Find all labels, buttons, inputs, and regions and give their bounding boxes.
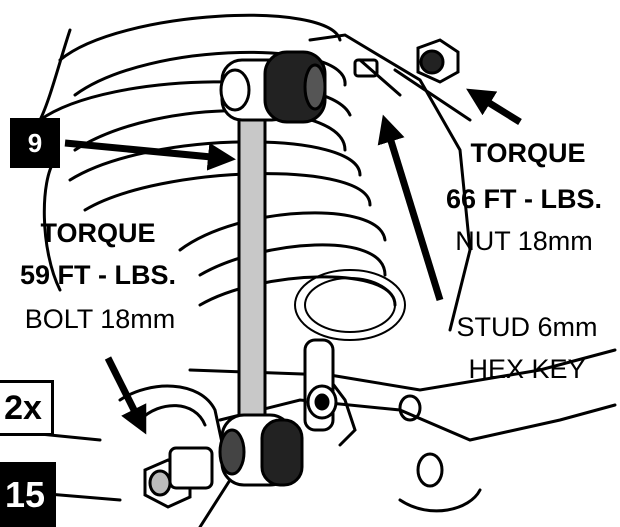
callout-number-badge: 9 [10,118,60,168]
stabilizer-link [218,50,327,487]
nut-arrow [466,88,522,125]
bushing-ring [294,269,406,341]
strut-bracket [308,33,472,332]
nut-icon [416,38,460,84]
side-bracket-nut [303,338,338,432]
quantity-badge: 2x [0,380,54,436]
bolt-arrow [104,356,147,435]
callout-number: 9 [27,127,43,158]
step-number-badge: 15 [0,462,56,527]
torque-right-title: TORQUE [470,138,586,168]
step-number: 15 [4,473,46,515]
callout-arrow [64,139,236,171]
lower-control-arm [188,348,617,513]
torque-right-value: 66 FT - LBS. [445,184,602,214]
stud-size-label: STUD 6mm [456,312,598,342]
torque-right-spec: NUT 18mm [455,226,593,256]
torque-left-spec: BOLT 18mm [24,304,176,334]
torque-left-value: 59 FT - LBS. [19,260,176,290]
bolt-icon [143,446,214,509]
stud-arrow [377,114,444,302]
stud-tool-label: HEX KEY [468,354,586,384]
torque-left-title: TORQUE [40,218,156,248]
quantity-text: 2x [4,388,42,427]
